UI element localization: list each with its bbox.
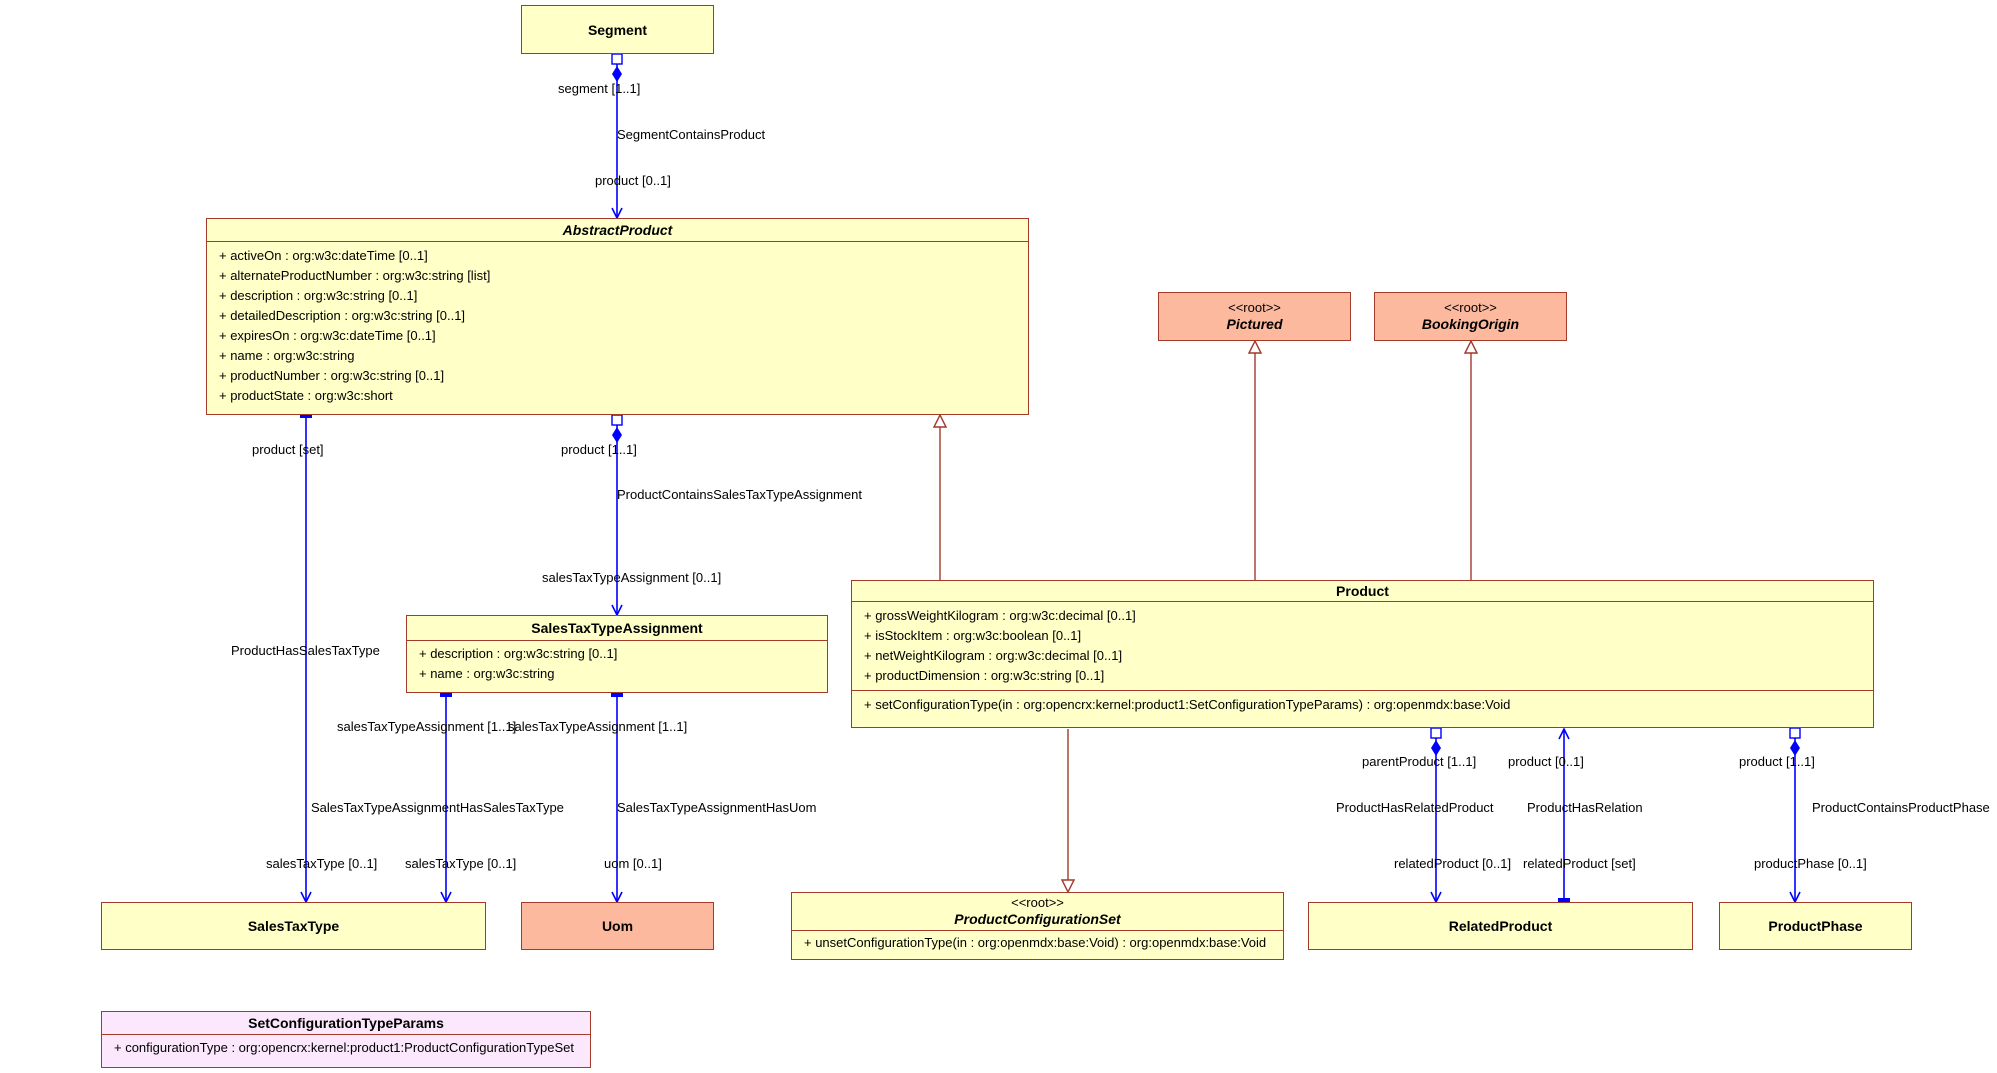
attribute-list: + activeOn : org:w3c:dateTime [0..1] + a… [207, 241, 1028, 410]
class-product-phase[interactable]: ProductPhase [1719, 902, 1912, 950]
attribute: + description : org:w3c:string [0..1] [219, 288, 418, 303]
end-label: salesTaxType [0..1] [405, 856, 517, 871]
association-stta-has-uom [611, 693, 623, 902]
attribute: + productState : org:w3c:short [219, 388, 393, 403]
attribute: + productDimension : org:w3c:string [0..… [864, 668, 1105, 683]
attribute: + productNumber : org:w3c:string [0..1] [219, 368, 445, 383]
association-name: ProductHasSalesTaxType [231, 643, 380, 658]
association-name: SalesTaxTypeAssignmentHasSalesTaxType [311, 800, 564, 815]
class-name: AbstractProduct [562, 222, 673, 238]
end-label: product [1..1] [561, 442, 637, 457]
end-label: product [0..1] [1508, 754, 1584, 769]
end-label: uom [0..1] [604, 856, 662, 871]
class-uom[interactable]: Uom [521, 902, 714, 950]
end-label: product [0..1] [595, 173, 671, 188]
end-label: product [set] [252, 442, 324, 457]
attribute: + detailedDescription : org:w3c:string [… [219, 308, 466, 323]
class-name: SetConfigurationTypeParams [248, 1015, 444, 1031]
attribute-list: + grossWeightKilogram : org:w3c:decimal … [852, 601, 1873, 690]
class-header: <<root>> ProductConfigurationSet [792, 893, 1283, 930]
association-product-contains-product-phase [1789, 727, 1801, 902]
attribute: + description : org:w3c:string [0..1] [419, 646, 618, 661]
association-product-has-related-product [1430, 727, 1442, 902]
operation: + setConfigurationType(in : org:opencrx:… [864, 697, 1511, 712]
class-product[interactable]: Product + grossWeightKilogram : org:w3c:… [851, 580, 1874, 728]
attribute: + netWeightKilogram : org:w3c:decimal [0… [864, 648, 1123, 663]
composition-diamond [1431, 740, 1441, 756]
stereotype: <<root>> [1444, 299, 1497, 315]
class-name: ProductConfigurationSet [954, 910, 1121, 927]
end-label: salesTaxType [0..1] [266, 856, 378, 871]
attribute: + grossWeightKilogram : org:w3c:decimal … [864, 608, 1136, 623]
class-pictured[interactable]: <<root>> Pictured [1158, 292, 1351, 341]
attribute: + isStockItem : org:w3c:boolean [0..1] [864, 628, 1082, 643]
qualifier-square [611, 53, 623, 65]
operation: + unsetConfigurationType(in : org:openmd… [804, 935, 1267, 950]
class-booking-origin[interactable]: <<root>> BookingOrigin [1374, 292, 1567, 341]
end-label: relatedProduct [set] [1523, 856, 1636, 871]
class-name: ProductPhase [1768, 918, 1863, 934]
class-name: SalesTaxTypeAssignment [531, 620, 703, 636]
association-name: ProductContainsProductPhase [1812, 800, 1990, 815]
class-sales-tax-type[interactable]: SalesTaxType [101, 902, 486, 950]
class-sales-tax-type-assignment[interactable]: SalesTaxTypeAssignment + description : o… [406, 615, 828, 693]
end-label: relatedProduct [0..1] [1394, 856, 1512, 871]
attribute: + expiresOn : org:w3c:dateTime [0..1] [219, 328, 436, 343]
association-product-has-relation [1558, 729, 1570, 902]
attribute-list: + configurationType : org:opencrx:kernel… [102, 1034, 590, 1061]
end-label: salesTaxTypeAssignment [0..1] [542, 570, 722, 585]
association-name: ProductHasRelatedProduct [1336, 800, 1494, 815]
qualifier-square [1789, 727, 1801, 739]
end-label: segment [1..1] [558, 81, 641, 96]
qualifier-square [1430, 727, 1442, 739]
stereotype: <<root>> [1011, 894, 1064, 910]
end-label: salesTaxTypeAssignment [1..1] [508, 719, 688, 734]
association-segment-contains-product [611, 53, 623, 218]
association-product-contains-stta [611, 414, 623, 615]
attribute: + configurationType : org:opencrx:kernel… [114, 1040, 574, 1055]
attribute: + name : org:w3c:string [419, 666, 555, 681]
attribute: + activeOn : org:w3c:dateTime [0..1] [219, 248, 428, 263]
association-name: ProductContainsSalesTaxTypeAssignment [617, 487, 862, 502]
class-name: Pictured [1226, 315, 1283, 332]
attribute: + name : org:w3c:string [219, 348, 355, 363]
class-name: Product [1336, 583, 1389, 599]
stereotype: <<root>> [1228, 299, 1281, 315]
class-name: RelatedProduct [1448, 918, 1553, 934]
class-name: Uom [601, 918, 634, 934]
end-label: salesTaxTypeAssignment [1..1] [337, 719, 517, 734]
operation-list: + unsetConfigurationType(in : org:openmd… [792, 930, 1283, 955]
association-name: SalesTaxTypeAssignmentHasUom [617, 800, 817, 815]
association-product-has-sales-tax-type [300, 414, 312, 902]
end-label: parentProduct [1..1] [1362, 754, 1477, 769]
composition-diamond [612, 66, 622, 82]
composition-diamond [612, 427, 622, 443]
attribute-list: + description : org:w3c:string [0..1] + … [407, 640, 827, 688]
class-related-product[interactable]: RelatedProduct [1308, 902, 1693, 950]
composition-diamond [1790, 740, 1800, 756]
class-product-configuration-set[interactable]: <<root>> ProductConfigurationSet + unset… [791, 892, 1284, 960]
operation-list: + setConfigurationType(in : org:opencrx:… [852, 690, 1873, 719]
class-name: SalesTaxType [247, 918, 340, 934]
association-name: SegmentContainsProduct [617, 127, 766, 142]
association-stta-has-sales-tax-type [440, 693, 452, 902]
class-name: Segment [587, 21, 648, 38]
class-segment[interactable]: Segment [521, 5, 714, 54]
class-name: BookingOrigin [1421, 315, 1520, 332]
association-name: ProductHasRelation [1527, 800, 1643, 815]
end-label: product [1..1] [1739, 754, 1815, 769]
qualifier-square [611, 414, 623, 426]
class-abstract-product[interactable]: AbstractProduct + activeOn : org:w3c:dat… [206, 218, 1029, 415]
class-set-configuration-type-params[interactable]: SetConfigurationTypeParams + configurati… [101, 1011, 591, 1068]
attribute: + alternateProductNumber : org:w3c:strin… [219, 268, 491, 283]
end-label: productPhase [0..1] [1754, 856, 1867, 871]
